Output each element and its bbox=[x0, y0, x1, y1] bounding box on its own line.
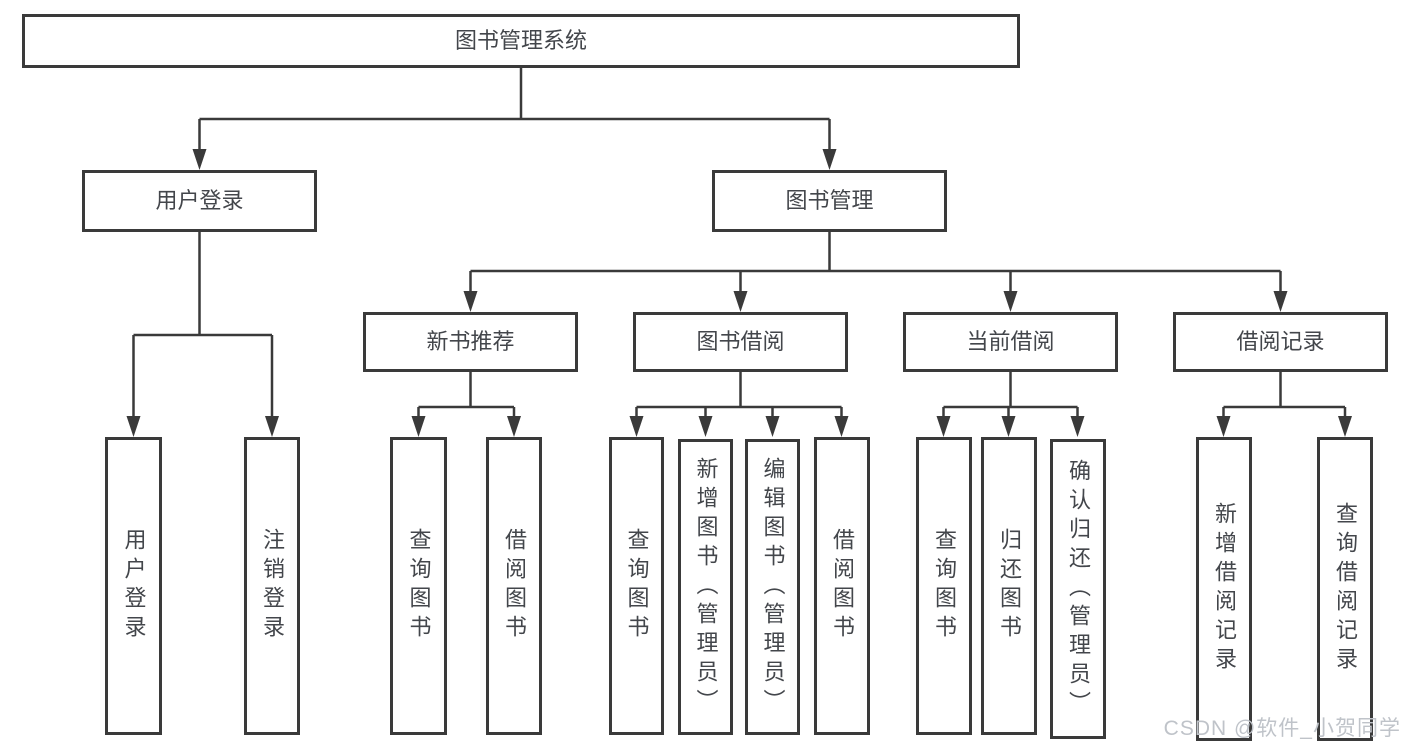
node-label: 归还图书 bbox=[997, 528, 1022, 644]
node-book-management: 图书管理 bbox=[712, 170, 947, 232]
node-label: 新增图书（管理员） bbox=[693, 456, 719, 718]
arrow-icon bbox=[822, 149, 837, 170]
node-label: 新书推荐 bbox=[426, 329, 515, 354]
node-label: 查询图书 bbox=[624, 528, 650, 644]
node-label: 注销登录 bbox=[260, 528, 285, 644]
node-label: 查询图书 bbox=[932, 528, 957, 644]
node-library-management-system: 图书管理系统 bbox=[22, 14, 1020, 68]
arrow-icon bbox=[1070, 416, 1085, 437]
leaf-query-books-borrow: 查询图书 bbox=[609, 437, 664, 735]
node-label: 当前借阅 bbox=[966, 329, 1055, 354]
leaf-add-book-admin: 新增图书（管理员） bbox=[678, 439, 733, 735]
node-user-login: 用户登录 bbox=[82, 170, 317, 232]
arrow-icon bbox=[265, 416, 279, 437]
node-book-borrow: 图书借阅 bbox=[633, 312, 848, 372]
leaf-logout: 注销登录 bbox=[244, 437, 300, 735]
leaf-user-login: 用户登录 bbox=[105, 437, 162, 735]
node-label: 图书管理 bbox=[785, 188, 874, 213]
leaf-add-borrow-record: 新增借阅记录 bbox=[1196, 437, 1252, 741]
node-new-book-recommend: 新书推荐 bbox=[363, 312, 578, 372]
node-label: 确认归还（管理员） bbox=[1066, 458, 1091, 720]
leaf-borrow-books-borrow: 借阅图书 bbox=[814, 437, 870, 735]
node-label: 用户登录 bbox=[121, 528, 147, 644]
node-label: 借阅记录 bbox=[1236, 329, 1325, 354]
leaf-return-book: 归还图书 bbox=[981, 437, 1037, 735]
arrow-icon bbox=[192, 149, 207, 170]
node-current-borrow: 当前借阅 bbox=[903, 312, 1118, 372]
node-label: 图书管理系统 bbox=[454, 28, 587, 53]
leaf-query-books-current: 查询图书 bbox=[916, 437, 972, 735]
node-label: 查询图书 bbox=[406, 528, 432, 644]
arrow-icon bbox=[936, 416, 951, 437]
node-label: 借阅图书 bbox=[830, 528, 855, 644]
arrow-icon bbox=[698, 416, 713, 437]
leaf-edit-book-admin: 编辑图书（管理员） bbox=[745, 439, 800, 735]
node-label: 借阅图书 bbox=[502, 528, 527, 644]
arrow-icon bbox=[1003, 291, 1018, 312]
arrow-icon bbox=[834, 416, 849, 437]
leaf-query-borrow-record: 查询借阅记录 bbox=[1317, 437, 1373, 741]
leaf-confirm-return-admin: 确认归还（管理员） bbox=[1050, 439, 1106, 739]
arrow-icon bbox=[507, 416, 521, 437]
arrow-icon bbox=[1273, 291, 1288, 312]
leaf-borrow-books-newbook: 借阅图书 bbox=[486, 437, 542, 735]
arrow-icon bbox=[733, 291, 748, 312]
arrow-icon bbox=[1001, 416, 1016, 437]
arrow-icon bbox=[629, 416, 644, 437]
arrow-icon bbox=[463, 291, 478, 312]
node-borrow-records: 借阅记录 bbox=[1173, 312, 1388, 372]
node-label: 图书借阅 bbox=[696, 329, 785, 354]
node-label: 用户登录 bbox=[155, 188, 244, 213]
arrow-icon bbox=[411, 416, 426, 437]
watermark-text: CSDN @软件_小贺同学 bbox=[1163, 717, 1401, 740]
leaf-query-books-newbook: 查询图书 bbox=[390, 437, 447, 735]
node-label: 查询借阅记录 bbox=[1333, 502, 1358, 676]
arrow-icon bbox=[1338, 416, 1352, 437]
arrow-icon bbox=[765, 416, 780, 437]
node-label: 编辑图书（管理员） bbox=[760, 456, 786, 718]
arrow-icon bbox=[1216, 416, 1231, 437]
node-label: 新增借阅记录 bbox=[1212, 502, 1237, 676]
arrow-icon bbox=[126, 416, 141, 437]
